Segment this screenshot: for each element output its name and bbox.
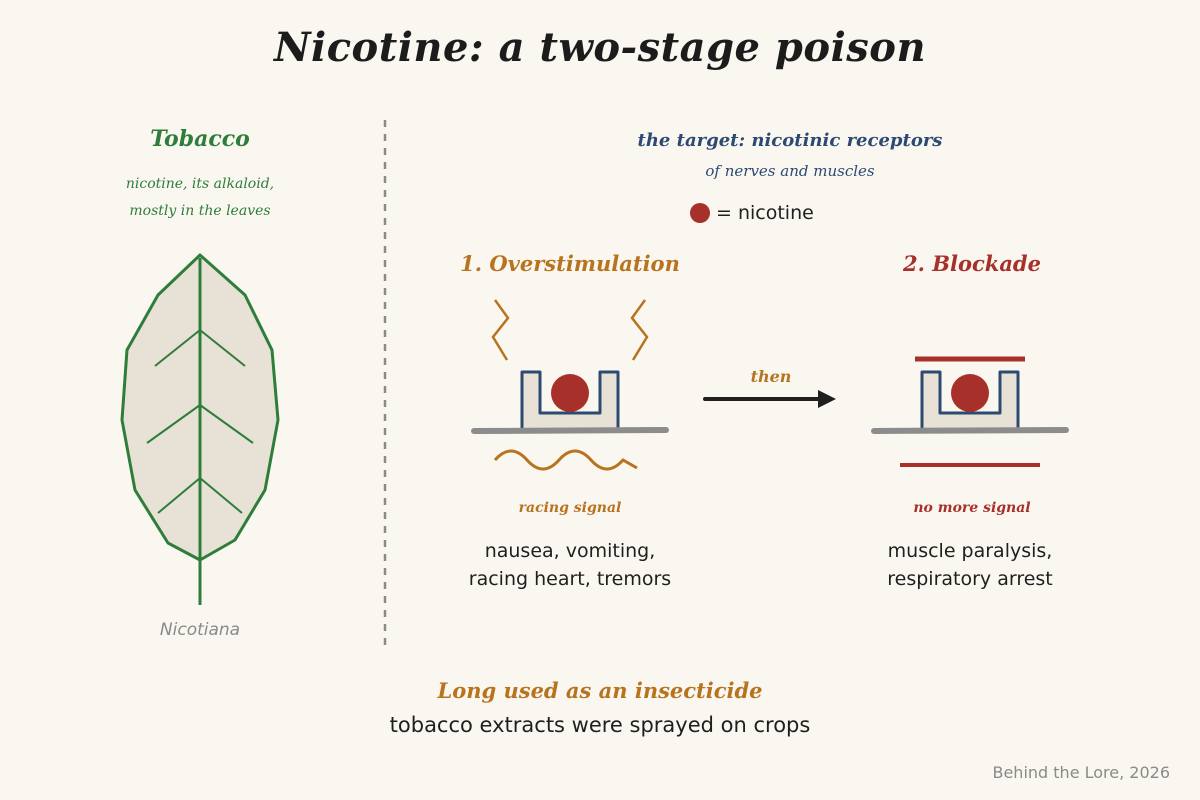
stage1-effects-line2: racing heart, tremors xyxy=(468,568,672,590)
racing-signal-wave xyxy=(493,449,638,471)
plant-caption: Nicotiana xyxy=(159,620,241,640)
stage2-receptor xyxy=(871,356,1069,467)
plant-heading: Tobacco xyxy=(150,126,250,152)
stage2-heading: 2. Blockade xyxy=(903,251,1041,276)
target-heading: the target: nicotinic receptors xyxy=(637,130,943,151)
membrane-line xyxy=(471,427,669,434)
agitation-mark-left xyxy=(491,299,510,361)
credit: Behind the Lore, 2026 xyxy=(992,763,1170,782)
plant-note-line2: mostly in the leaves xyxy=(129,203,271,219)
page-title: Nicotine: a two-stage poison xyxy=(273,24,927,71)
stage1-signal-label: racing signal xyxy=(518,500,622,516)
arrow-label: then xyxy=(750,367,792,386)
then-arrow xyxy=(703,390,836,408)
stage1-effects-line1: nausea, vomiting, xyxy=(484,540,656,562)
nicotine-molecule xyxy=(951,374,989,412)
plant-note-line1: nicotine, its alkaloid, xyxy=(125,176,275,192)
stage1-receptor xyxy=(471,299,669,471)
nicotine-legend-dot xyxy=(690,203,710,223)
target-subheading: of nerves and muscles xyxy=(705,162,875,180)
agitation-mark-right xyxy=(630,299,649,361)
tobacco-leaf-icon xyxy=(120,253,280,605)
nicotine-legend: = nicotine xyxy=(716,202,814,224)
stage2-effects-line1: muscle paralysis, xyxy=(887,540,1053,562)
footer-heading: Long used as an insecticide xyxy=(437,678,763,703)
membrane-line xyxy=(871,427,1069,434)
footer-text: tobacco extracts were sprayed on crops xyxy=(389,713,811,737)
stage2-signal-label: no more signal xyxy=(913,500,1031,516)
nicotine-molecule xyxy=(551,374,589,412)
stage2-effects-line2: respiratory arrest xyxy=(887,568,1053,590)
stage1-heading: 1. Overstimulation xyxy=(460,251,680,276)
